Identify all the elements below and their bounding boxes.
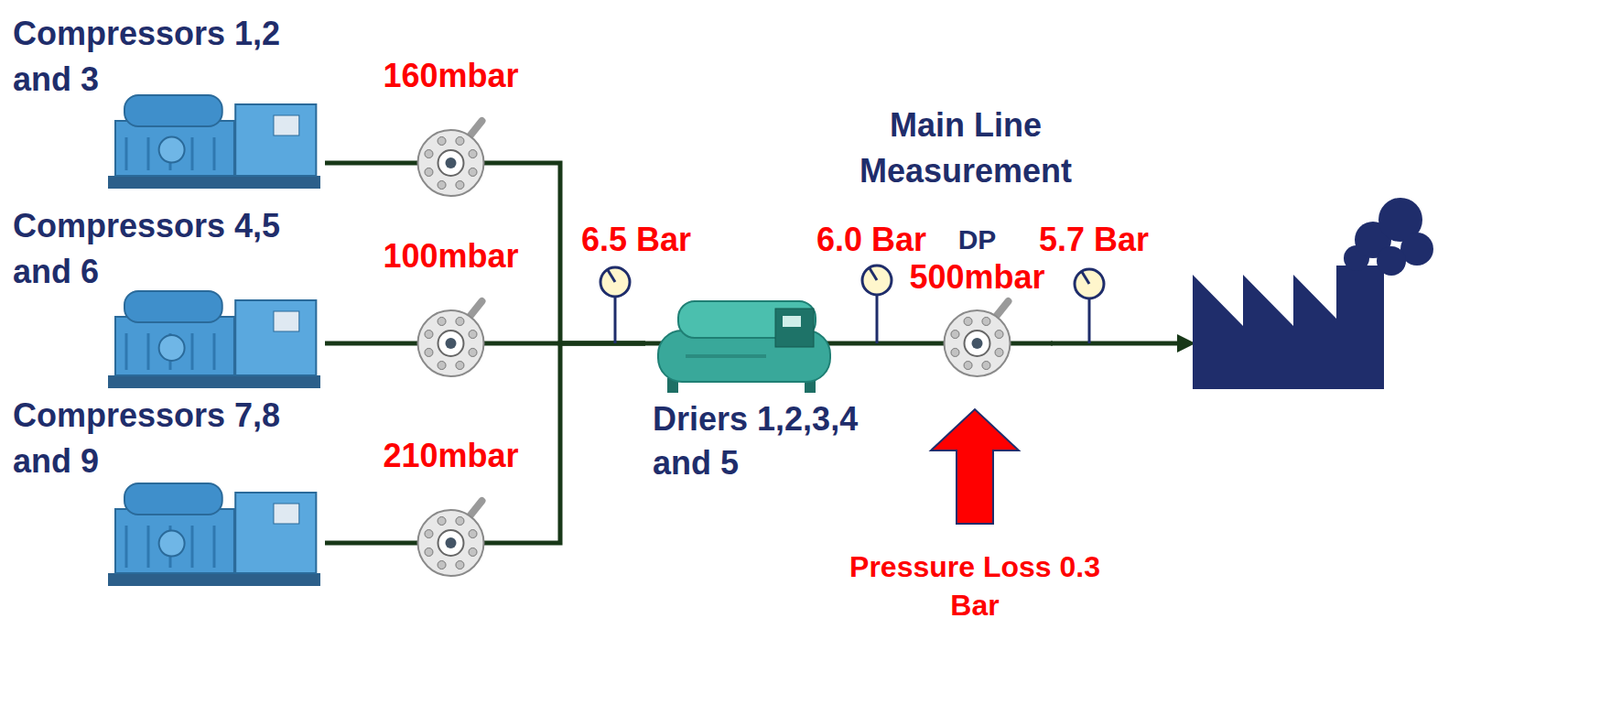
flow-meter-label: 210mbar — [366, 435, 536, 476]
compressor-group-label: Compressors 7,8 and 9 — [12, 392, 288, 485]
drier-illustration — [658, 301, 831, 393]
pressure-reading: 5.7 Bar — [1020, 219, 1168, 260]
text-group: 100mbar — [366, 236, 536, 277]
pipe-connector — [535, 343, 646, 543]
text-group: Compressors 1,2 and 3 — [12, 10, 288, 103]
pressure-gauge — [1074, 269, 1104, 344]
pipe-connector — [324, 161, 367, 166]
pressure-gauge — [862, 265, 892, 344]
compressor-illustration — [108, 483, 321, 586]
orifice-flange — [944, 301, 1011, 377]
compressor-illustration — [108, 291, 321, 389]
compressor-group-label: Compressors 1,2 and 3 — [12, 10, 288, 103]
compressor-group: Compressors 4,5 and 6 — [9, 199, 325, 390]
text-group: Compressors 4,5 and 6 — [12, 203, 288, 295]
compressor-group: Compressors 1,2 and 3 — [9, 7, 325, 191]
callout-arrow — [930, 409, 1019, 524]
callout-note: Pressure Loss 0.3 Bar — [842, 547, 1108, 625]
pressure-reading: 6.5 Bar — [562, 219, 710, 260]
pipe-stubs — [366, 162, 1053, 543]
drier-bank: Driers 1,2,3,4 and 5 — [645, 292, 895, 490]
section-heading: Main Line Measurement — [814, 102, 1117, 195]
flow-meter: 160mbar — [366, 50, 536, 202]
orifice-flange — [418, 301, 485, 377]
pipe-connector — [894, 341, 902, 346]
text-group: Compressors 7,8 and 9 — [12, 392, 288, 485]
orifice-flange — [418, 500, 485, 576]
pipe-connector — [324, 341, 367, 346]
orifice-flange — [418, 120, 485, 196]
flow-meter-label: 160mbar — [366, 55, 536, 97]
pipe-connector — [324, 540, 367, 546]
flow-meter: 100mbar — [366, 230, 536, 382]
drier-bank-label: Driers 1,2,3,4 and 5 — [652, 397, 889, 486]
main-flow-meter-label: 500mbar — [901, 257, 1053, 298]
pressure-gauge — [600, 267, 630, 344]
text-group: 160mbar — [366, 55, 536, 97]
compressor-group: Compressors 7,8 and 9 — [9, 389, 325, 591]
text-group: Driers 1,2,3,4 and 5 — [652, 397, 889, 486]
pressure-reading: 6.0 Bar — [798, 219, 945, 260]
flow-meter: 210mbar — [366, 430, 536, 582]
compressor-illustration — [108, 95, 321, 189]
compressor-group-label: Compressors 4,5 and 6 — [12, 203, 288, 295]
flow-meter-label: 100mbar — [366, 236, 536, 277]
text-group: 210mbar — [366, 435, 536, 476]
factory-icon — [1192, 197, 1434, 390]
main-pipe — [1050, 341, 1181, 346]
